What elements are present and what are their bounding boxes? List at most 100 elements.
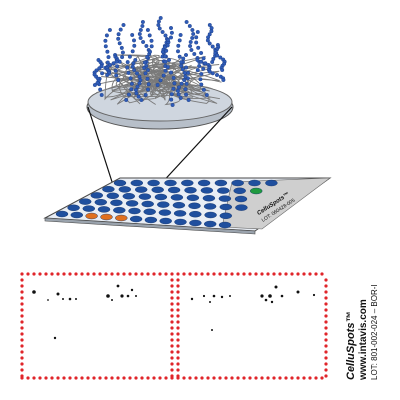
peptide-bead: [125, 60, 130, 65]
peptide-bead: [114, 73, 119, 78]
frame-dot: [176, 278, 180, 282]
peptide-chains: [92, 16, 227, 107]
frame-dot: [20, 374, 24, 378]
slide-spot: [202, 194, 216, 202]
blot-spot: [120, 294, 124, 298]
slide-spot: [200, 187, 214, 194]
peptide-bead: [165, 43, 170, 48]
peptide-bead: [165, 65, 170, 70]
slide-spot: [130, 179, 144, 187]
slide-edge: [44, 217, 256, 235]
blot-spot: [220, 295, 224, 299]
frame-dot: [98, 272, 102, 276]
peptide-bead: [143, 71, 148, 76]
slide-label-area: [221, 177, 331, 230]
frame-dot: [266, 376, 270, 380]
frame-dot: [140, 272, 144, 276]
frame-dot: [194, 376, 198, 380]
peptide-bead: [184, 20, 189, 25]
frame-dot: [176, 284, 180, 288]
slide-spot: [141, 200, 154, 208]
slide-spot: [158, 209, 172, 216]
peptide-bead: [111, 61, 116, 66]
peptide-bead: [116, 32, 121, 37]
frame-dot: [170, 272, 174, 276]
peptide-bead: [221, 77, 226, 82]
peptide-bead: [199, 51, 204, 56]
peptide-bead: [95, 80, 100, 85]
peptide-bead: [103, 44, 108, 49]
frame-dot: [122, 376, 126, 380]
frame-dot: [324, 344, 328, 348]
peptide-bead: [179, 81, 184, 86]
frame-dot: [170, 374, 174, 378]
peptide-chain: [195, 58, 226, 82]
frame-dot: [20, 302, 24, 306]
peptide-chain: [124, 33, 137, 102]
blot-spot: [53, 336, 57, 340]
slide-spot: [115, 214, 128, 222]
peptide-bead: [117, 41, 122, 46]
peptide-bead: [156, 19, 161, 24]
frame-dot: [296, 272, 300, 276]
peptide-bead: [195, 67, 200, 72]
frame-dot: [230, 376, 234, 380]
frame-dot: [68, 376, 72, 380]
frame-dot: [314, 376, 318, 380]
peptide-bead: [169, 30, 174, 35]
frame-dot: [20, 356, 24, 360]
frame-dot: [74, 376, 78, 380]
frame-dot: [176, 302, 180, 306]
slide-spot: [55, 210, 69, 218]
frame-dot: [170, 290, 174, 294]
peptide-bead: [164, 48, 169, 53]
glass-slide: CelluSpots™ LOT: 060428-005: [43, 177, 332, 235]
peptide-bead: [176, 92, 181, 97]
frame-dot: [248, 272, 252, 276]
peptide-bead: [147, 49, 152, 54]
frame-dot: [272, 272, 276, 276]
peptide-bead: [162, 54, 167, 59]
frame-dot: [38, 272, 42, 276]
frame-dot: [170, 368, 174, 372]
peptide-bead: [196, 45, 201, 50]
frame-dot: [170, 362, 174, 366]
peptide-bead: [105, 49, 110, 54]
slide-spot: [186, 194, 200, 202]
slide-spot: [159, 217, 172, 225]
peptide-bead: [98, 87, 103, 92]
frame-dot: [146, 272, 150, 276]
peptide-bead: [176, 43, 181, 48]
frame-dot: [20, 314, 24, 318]
peptide-bead: [140, 24, 145, 29]
frame-dot: [278, 272, 282, 276]
frame-dot: [320, 272, 324, 276]
blot-spot: [274, 285, 278, 289]
frame-dot: [86, 376, 90, 380]
peptide-chain: [184, 20, 202, 72]
blot-spot: [126, 294, 130, 298]
peptide-bead: [187, 24, 192, 29]
frame-dot: [170, 296, 174, 300]
peptide-bead: [130, 33, 135, 38]
slide-spot-array: [55, 179, 278, 229]
slide-spot: [167, 186, 181, 194]
peptide-bead: [140, 20, 145, 25]
peptide-bead: [205, 38, 210, 43]
peptide-bead: [113, 68, 118, 73]
blot-spot: [130, 288, 134, 292]
slide-spot: [174, 218, 187, 226]
peptide-bead: [120, 55, 125, 60]
frame-dot: [176, 368, 180, 372]
frame-dot: [314, 272, 318, 276]
frame-dot: [278, 376, 282, 380]
blot-frame-right: [176, 272, 328, 380]
frame-dot: [110, 272, 114, 276]
slide-spot: [97, 206, 111, 213]
frame-dot: [182, 272, 186, 276]
peptide-bead: [132, 43, 137, 48]
frame-dot: [44, 272, 48, 276]
frame-dot: [20, 278, 24, 282]
peptide-bead: [139, 97, 144, 102]
frame-dot: [188, 376, 192, 380]
